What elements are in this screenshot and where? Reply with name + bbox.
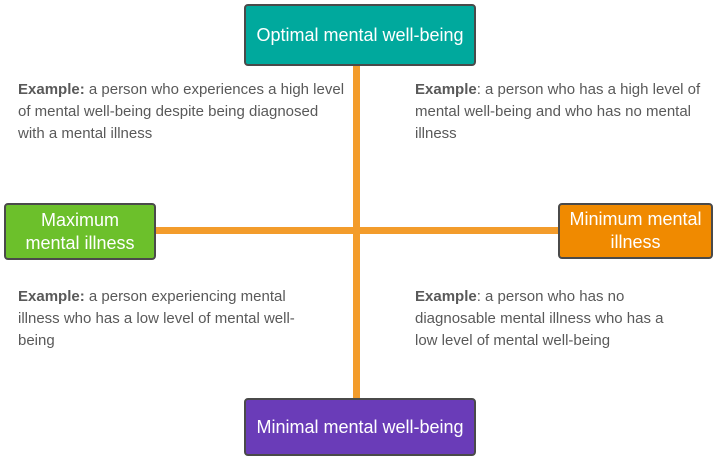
optimal-well-being-box: Optimal mental well-being: [244, 4, 476, 66]
example-prefix: Example:: [18, 81, 85, 98]
example-text: a person who experiences a high level of…: [18, 81, 345, 142]
optimal-well-being-label: Optimal mental well-being: [256, 24, 464, 45]
example-top-right: Example: a person who has a high level o…: [415, 79, 715, 145]
minimal-well-being-label: Minimal mental well-being: [256, 416, 464, 437]
example-text: a person experiencing mental illness who…: [18, 288, 295, 349]
minimum-mental-illness-box: Minimum mental illness: [558, 203, 713, 259]
minimal-well-being-box: Minimal mental well-being: [244, 398, 476, 456]
horizontal-axis-line: [154, 227, 560, 234]
example-text: : a person who has no diagnosable mental…: [415, 288, 664, 349]
minimum-mental-illness-label: Minimum mental illness: [569, 209, 702, 252]
example-bottom-left: Example: a person experiencing mental il…: [18, 286, 318, 352]
example-text: : a person who has a high level of menta…: [415, 81, 701, 142]
example-prefix: Example: [415, 288, 477, 305]
example-bottom-right: Example: a person who has no diagnosable…: [415, 286, 675, 352]
maximum-mental-illness-label: Maximum mental illness: [25, 209, 135, 253]
example-prefix: Example:: [18, 288, 85, 305]
maximum-mental-illness-box: Maximum mental illness: [4, 203, 156, 260]
example-top-left: Example: a person who experiences a high…: [18, 79, 348, 145]
example-prefix: Example: [415, 81, 477, 98]
